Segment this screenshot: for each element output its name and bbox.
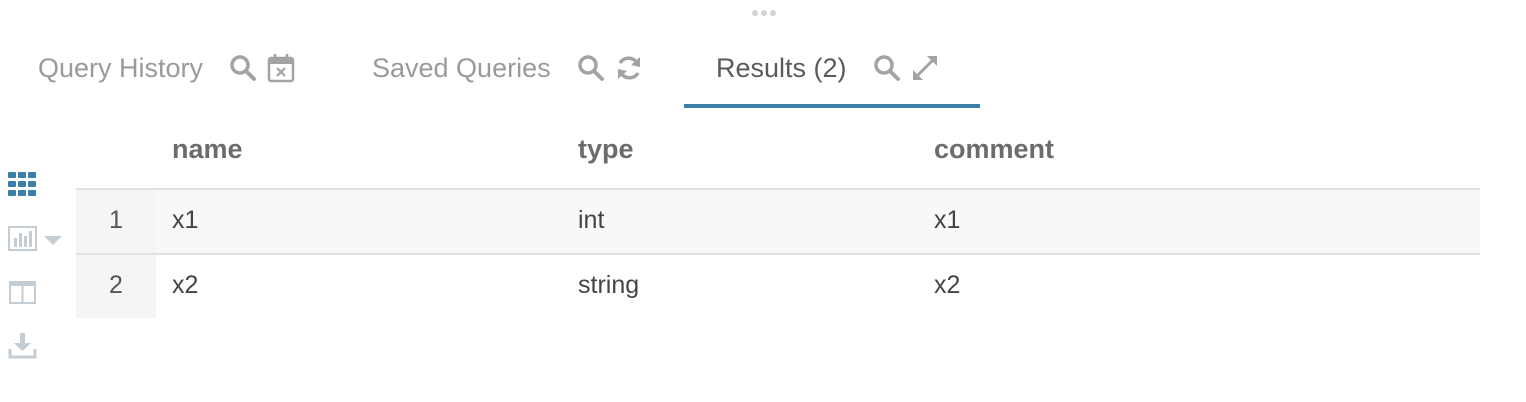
split-view-button[interactable] bbox=[8, 280, 38, 311]
cell-comment: x1 bbox=[934, 206, 961, 234]
download-button[interactable] bbox=[8, 332, 38, 365]
tab-label: Results (2) bbox=[716, 52, 847, 83]
search-icon[interactable] bbox=[577, 54, 605, 82]
refresh-icon[interactable] bbox=[615, 54, 643, 82]
cell-name: x1 bbox=[172, 206, 199, 234]
handle-dot bbox=[770, 10, 776, 16]
tab-results[interactable]: Results (2) bbox=[716, 30, 939, 106]
cell-name: x2 bbox=[172, 271, 199, 299]
bar-chart-icon bbox=[8, 226, 38, 257]
row-index: 2 bbox=[76, 255, 156, 318]
expand-icon[interactable] bbox=[911, 54, 939, 82]
cell-type: int bbox=[578, 206, 605, 234]
column-header-name[interactable]: name bbox=[172, 134, 243, 164]
columns-icon bbox=[8, 280, 38, 311]
chart-view-button[interactable] bbox=[8, 226, 62, 257]
column-header-comment[interactable]: comment bbox=[934, 134, 1055, 164]
handle-dot bbox=[752, 10, 758, 16]
bottom-panel-tabs: Query History Saved Queries Results (2) bbox=[0, 30, 1000, 110]
column-header-type[interactable]: type bbox=[578, 134, 634, 164]
tab-query-history[interactable]: Query History bbox=[38, 30, 295, 106]
calendar-times-icon[interactable] bbox=[267, 53, 295, 83]
table-header: name type comment bbox=[76, 120, 1480, 188]
tab-label: Saved Queries bbox=[372, 52, 551, 83]
tab-saved-queries[interactable]: Saved Queries bbox=[372, 30, 643, 106]
cell-type: string bbox=[578, 271, 640, 299]
grid-view-button[interactable] bbox=[8, 172, 38, 201]
row-index: 1 bbox=[76, 190, 156, 253]
grid-icon bbox=[8, 172, 38, 201]
tab-label: Query History bbox=[38, 52, 204, 83]
search-icon[interactable] bbox=[873, 54, 901, 82]
download-icon bbox=[8, 332, 38, 365]
resize-handle[interactable] bbox=[752, 10, 776, 16]
table-row[interactable]: 1 x1 int x1 bbox=[76, 188, 1480, 253]
cell-comment: x2 bbox=[934, 271, 961, 299]
handle-dot bbox=[761, 10, 767, 16]
search-icon[interactable] bbox=[229, 54, 257, 82]
table-row[interactable]: 2 x2 string x2 bbox=[76, 253, 1480, 318]
active-tab-indicator bbox=[684, 104, 980, 108]
results-table: name type comment 1 x1 int x1 2 x2 strin… bbox=[76, 120, 1480, 318]
caret-down-icon[interactable] bbox=[44, 233, 62, 251]
